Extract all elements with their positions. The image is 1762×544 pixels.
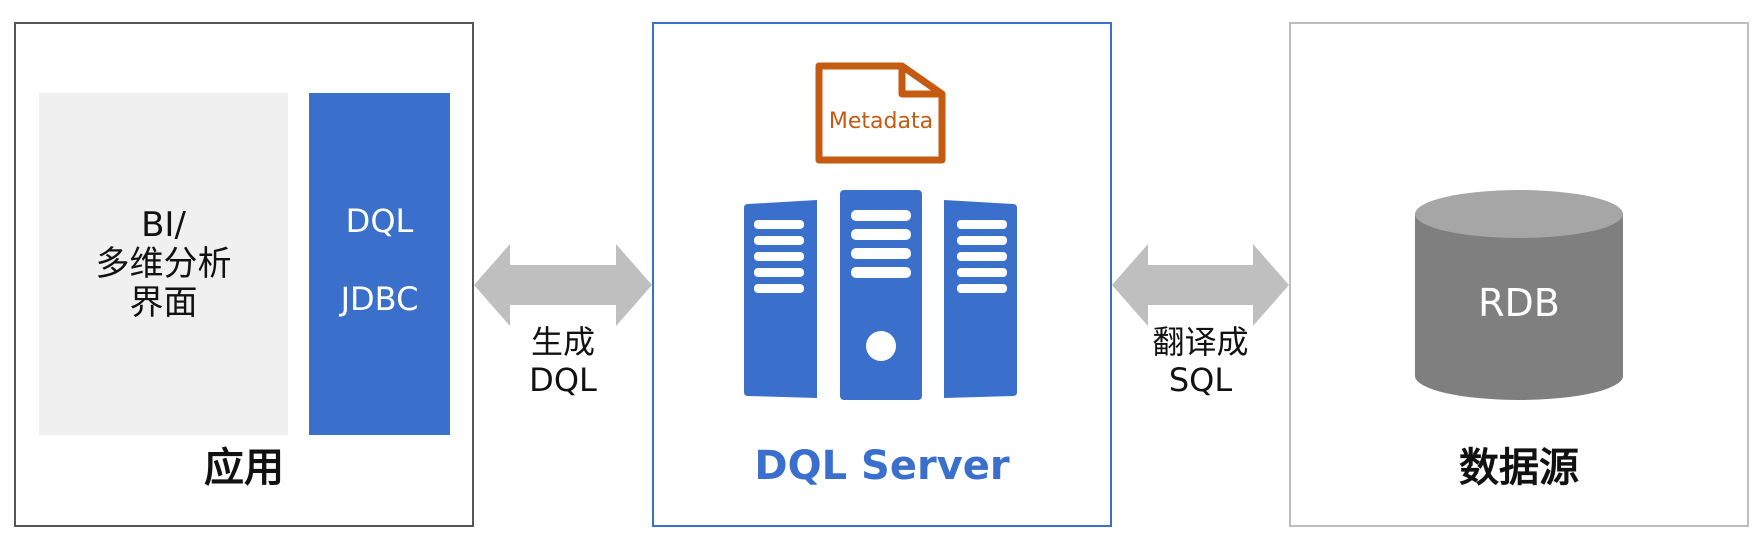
jdbc-label-line-1: DQL [345,202,414,240]
translate-sql-label: 翻译成 SQL [1112,323,1289,399]
dql-server-panel: Metadata [652,22,1112,527]
double-arrow-icon [1112,244,1289,326]
rdb-label: RDB [1478,281,1560,325]
data-source-title: 数据源 [1459,445,1579,491]
dql-server-title: DQL Server [754,443,1010,489]
arrow-left-label-line-1: 生成 [530,323,595,361]
server-graphic: Metadata [744,62,1017,400]
jdbc-label-line-2: JDBC [340,280,419,318]
arrow-left-label-line-2: DQL [529,361,597,399]
server-rack-icon [744,190,1017,400]
application-title: 应用 [204,445,284,491]
database-cylinder-icon: RDB [1415,190,1623,400]
application-panel: BI/ 多维分析 界面 DQL JDBC 应用 [14,22,474,527]
data-source-panel: RDB 数据源 [1289,22,1749,527]
double-arrow-icon [474,244,652,326]
dql-jdbc-block: DQL JDBC [309,93,450,435]
arrow-right-label-line-2: SQL [1168,361,1233,399]
bi-interface-block: BI/ 多维分析 界面 [39,93,288,435]
generate-dql-label: 生成 DQL [474,323,652,399]
bi-label-line-1: BI/ [141,204,186,245]
document-icon [815,62,946,164]
metadata-label: Metadata [829,109,933,134]
server-slots [754,210,1007,361]
bi-label-line-3: 界面 [129,282,198,323]
bi-label-line-2: 多维分析 [95,243,232,284]
arrow-right-label-line-1: 翻译成 [1152,323,1249,361]
